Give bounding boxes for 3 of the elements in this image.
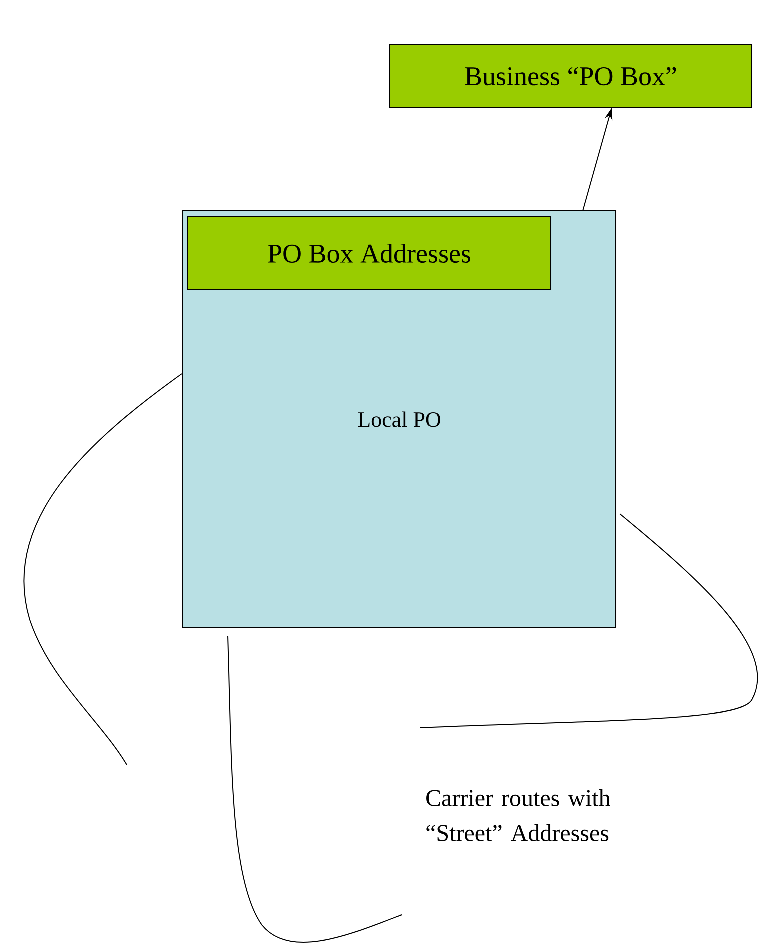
label-box: Business “PO Box” bbox=[390, 44, 752, 108]
caption-text: Carrier routes with “Street” Addresses bbox=[426, 790, 610, 842]
label-box: PO Box Addresses bbox=[188, 216, 552, 290]
